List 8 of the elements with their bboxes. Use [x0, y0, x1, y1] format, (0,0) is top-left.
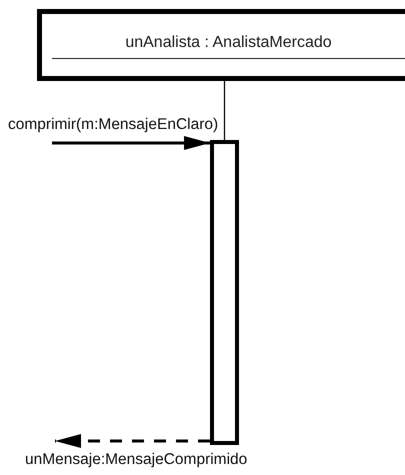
object-box	[37, 9, 405, 81]
lifeline	[224, 81, 226, 140]
object-name: unAnalista : AnalistaMercado	[124, 34, 333, 52]
edge-label: comprimir(m:MensajeEnClaro)	[8, 116, 218, 134]
activation-bar	[210, 140, 239, 445]
message-arrow	[52, 136, 210, 150]
return-arrow	[55, 434, 210, 448]
edge-label: unMensaje:MensajeComprimido	[25, 451, 248, 469]
